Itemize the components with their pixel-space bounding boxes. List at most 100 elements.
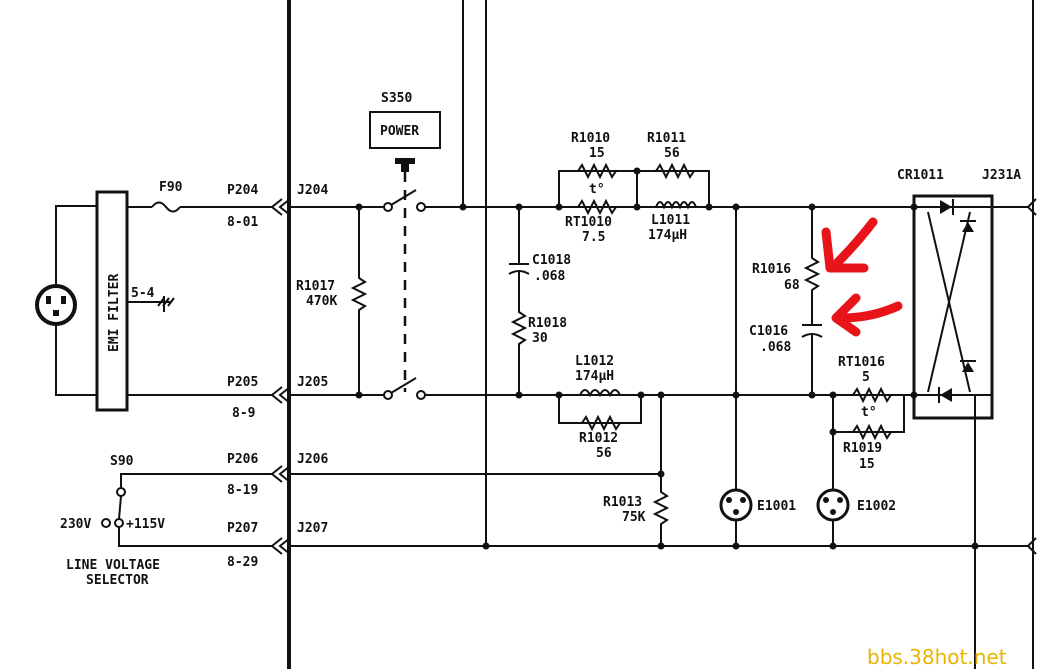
emi-pin-label: 5-4 [131, 286, 155, 301]
line-voltage-selector-icon [114, 487, 126, 528]
power-button-box [369, 111, 441, 149]
resistor-r1011-icon [655, 162, 695, 180]
l1012-label: L1012 [575, 354, 614, 369]
emi-filter-label: EMI FILTER [107, 274, 122, 352]
r1011-label: R1011 [647, 131, 686, 146]
plug-wire-top [55, 205, 97, 286]
230v-terminal [101, 518, 111, 528]
c1016-label: C1016 [749, 324, 788, 339]
node-top-559 [555, 203, 563, 211]
resistor-r1019-icon [852, 423, 892, 441]
ac-plug-icon [35, 284, 77, 326]
selector-label: SELECTOR [86, 573, 149, 588]
power-switch-bottom-icon [383, 377, 426, 400]
chassis-ground-icon [157, 296, 175, 312]
bridge-cr1011-box [912, 194, 994, 420]
pin-801-label: 8-01 [227, 215, 258, 230]
emi-filter-box [95, 190, 129, 412]
230v-label: 230V [60, 517, 91, 532]
s90-wire-top [120, 473, 272, 488]
r1013-value: 75K [622, 510, 646, 525]
power-button-label: POWER [380, 124, 419, 139]
resistor-r1010-icon [577, 162, 617, 180]
p207-label: P207 [227, 521, 258, 536]
s90-wire-bottom [118, 527, 272, 547]
node-j207-486 [482, 542, 490, 550]
fuse-f90-label: F90 [159, 180, 183, 195]
connector-j206-icon [270, 465, 291, 483]
l1011-value: 174μH [648, 228, 687, 243]
resistor-r1017-icon [350, 207, 368, 395]
r1013-label: R1013 [603, 495, 642, 510]
inductor-l1012-icon [579, 389, 621, 398]
resistor-r1013-icon [652, 395, 670, 546]
rt1010-label: RT1010 [565, 215, 612, 230]
cr1011-label: CR1011 [897, 168, 944, 183]
e1002-jack-icon [816, 488, 850, 522]
p204-label: P204 [227, 183, 258, 198]
connector-j204-icon [270, 198, 291, 216]
thermistor-rt1016-icon [852, 386, 892, 404]
bridge-diag-b [927, 211, 971, 393]
annotation-arrow-r1016 [821, 217, 878, 273]
switch-actuator-icon [395, 158, 415, 172]
connector-j207-icon [270, 537, 291, 555]
r1017-label: R1017 [296, 279, 335, 294]
r1019-branch [832, 395, 905, 433]
resistor-r1018-icon [510, 271, 528, 395]
r1010-value: 15 [589, 146, 605, 161]
115v-label: +115V [126, 517, 165, 532]
node-j207-975 [971, 542, 979, 550]
s350-label: S350 [381, 91, 412, 106]
line-voltage-label: LINE VOLTAGE [66, 558, 160, 573]
j205-label: J205 [297, 375, 328, 390]
j204-label: J204 [297, 183, 328, 198]
l1011-label: L1011 [651, 213, 690, 228]
plug-wire-bottom [55, 324, 97, 396]
diode-right-bottom-icon [960, 360, 976, 372]
rt1016-label: RT1016 [838, 355, 885, 370]
e1001-jack-icon [719, 488, 753, 522]
e1002-label: E1002 [857, 499, 896, 514]
r1016-label: R1016 [752, 262, 791, 277]
annotation-arrow-c1016 [831, 293, 903, 337]
watermark: bbs.38hot.net [867, 645, 1007, 669]
p206-label: P206 [227, 452, 258, 467]
c1018-value: .068 [534, 269, 565, 284]
r1011-value: 56 [664, 146, 680, 161]
e1001-label: E1001 [757, 499, 796, 514]
r1016-value: 68 [784, 278, 800, 293]
node-top-463 [459, 203, 467, 211]
j206-label: J206 [297, 452, 328, 467]
j231a-label: J231A [982, 168, 1021, 183]
thermistor-mark-2: t° [861, 405, 877, 420]
pin-89-label: 8-9 [232, 406, 255, 421]
pin-829-label: 8-29 [227, 555, 258, 570]
node-bot-641 [637, 391, 645, 399]
r1012-value: 56 [596, 446, 612, 461]
l1012-value: 174μH [575, 369, 614, 384]
resistor-r1012-icon [581, 414, 621, 432]
power-switch-top-icon [383, 189, 426, 212]
j207-label: J207 [297, 521, 328, 536]
c1016-value: .068 [760, 340, 791, 355]
diode-top-icon [940, 199, 954, 215]
r1018-label: R1018 [528, 316, 567, 331]
node-top-709 [705, 203, 713, 211]
diode-bottom-icon [938, 387, 952, 403]
thermistor-mark-1: t° [589, 182, 605, 197]
diode-right-top-icon [960, 220, 976, 232]
thermistor-rt1010-icon [577, 198, 617, 216]
c1018-label: C1018 [532, 253, 571, 268]
r1018-value: 30 [532, 331, 548, 346]
r1012-label: R1012 [579, 431, 618, 446]
rt1016-value: 5 [862, 370, 870, 385]
r1019-label: R1019 [843, 441, 882, 456]
inductor-l1011-icon [655, 201, 697, 210]
resistor-r1016-icon [803, 207, 821, 325]
connector-j205-icon [270, 386, 291, 404]
r1017-value: 470K [306, 294, 337, 309]
r1010-label: R1010 [571, 131, 610, 146]
pin-819-label: 8-19 [227, 483, 258, 498]
